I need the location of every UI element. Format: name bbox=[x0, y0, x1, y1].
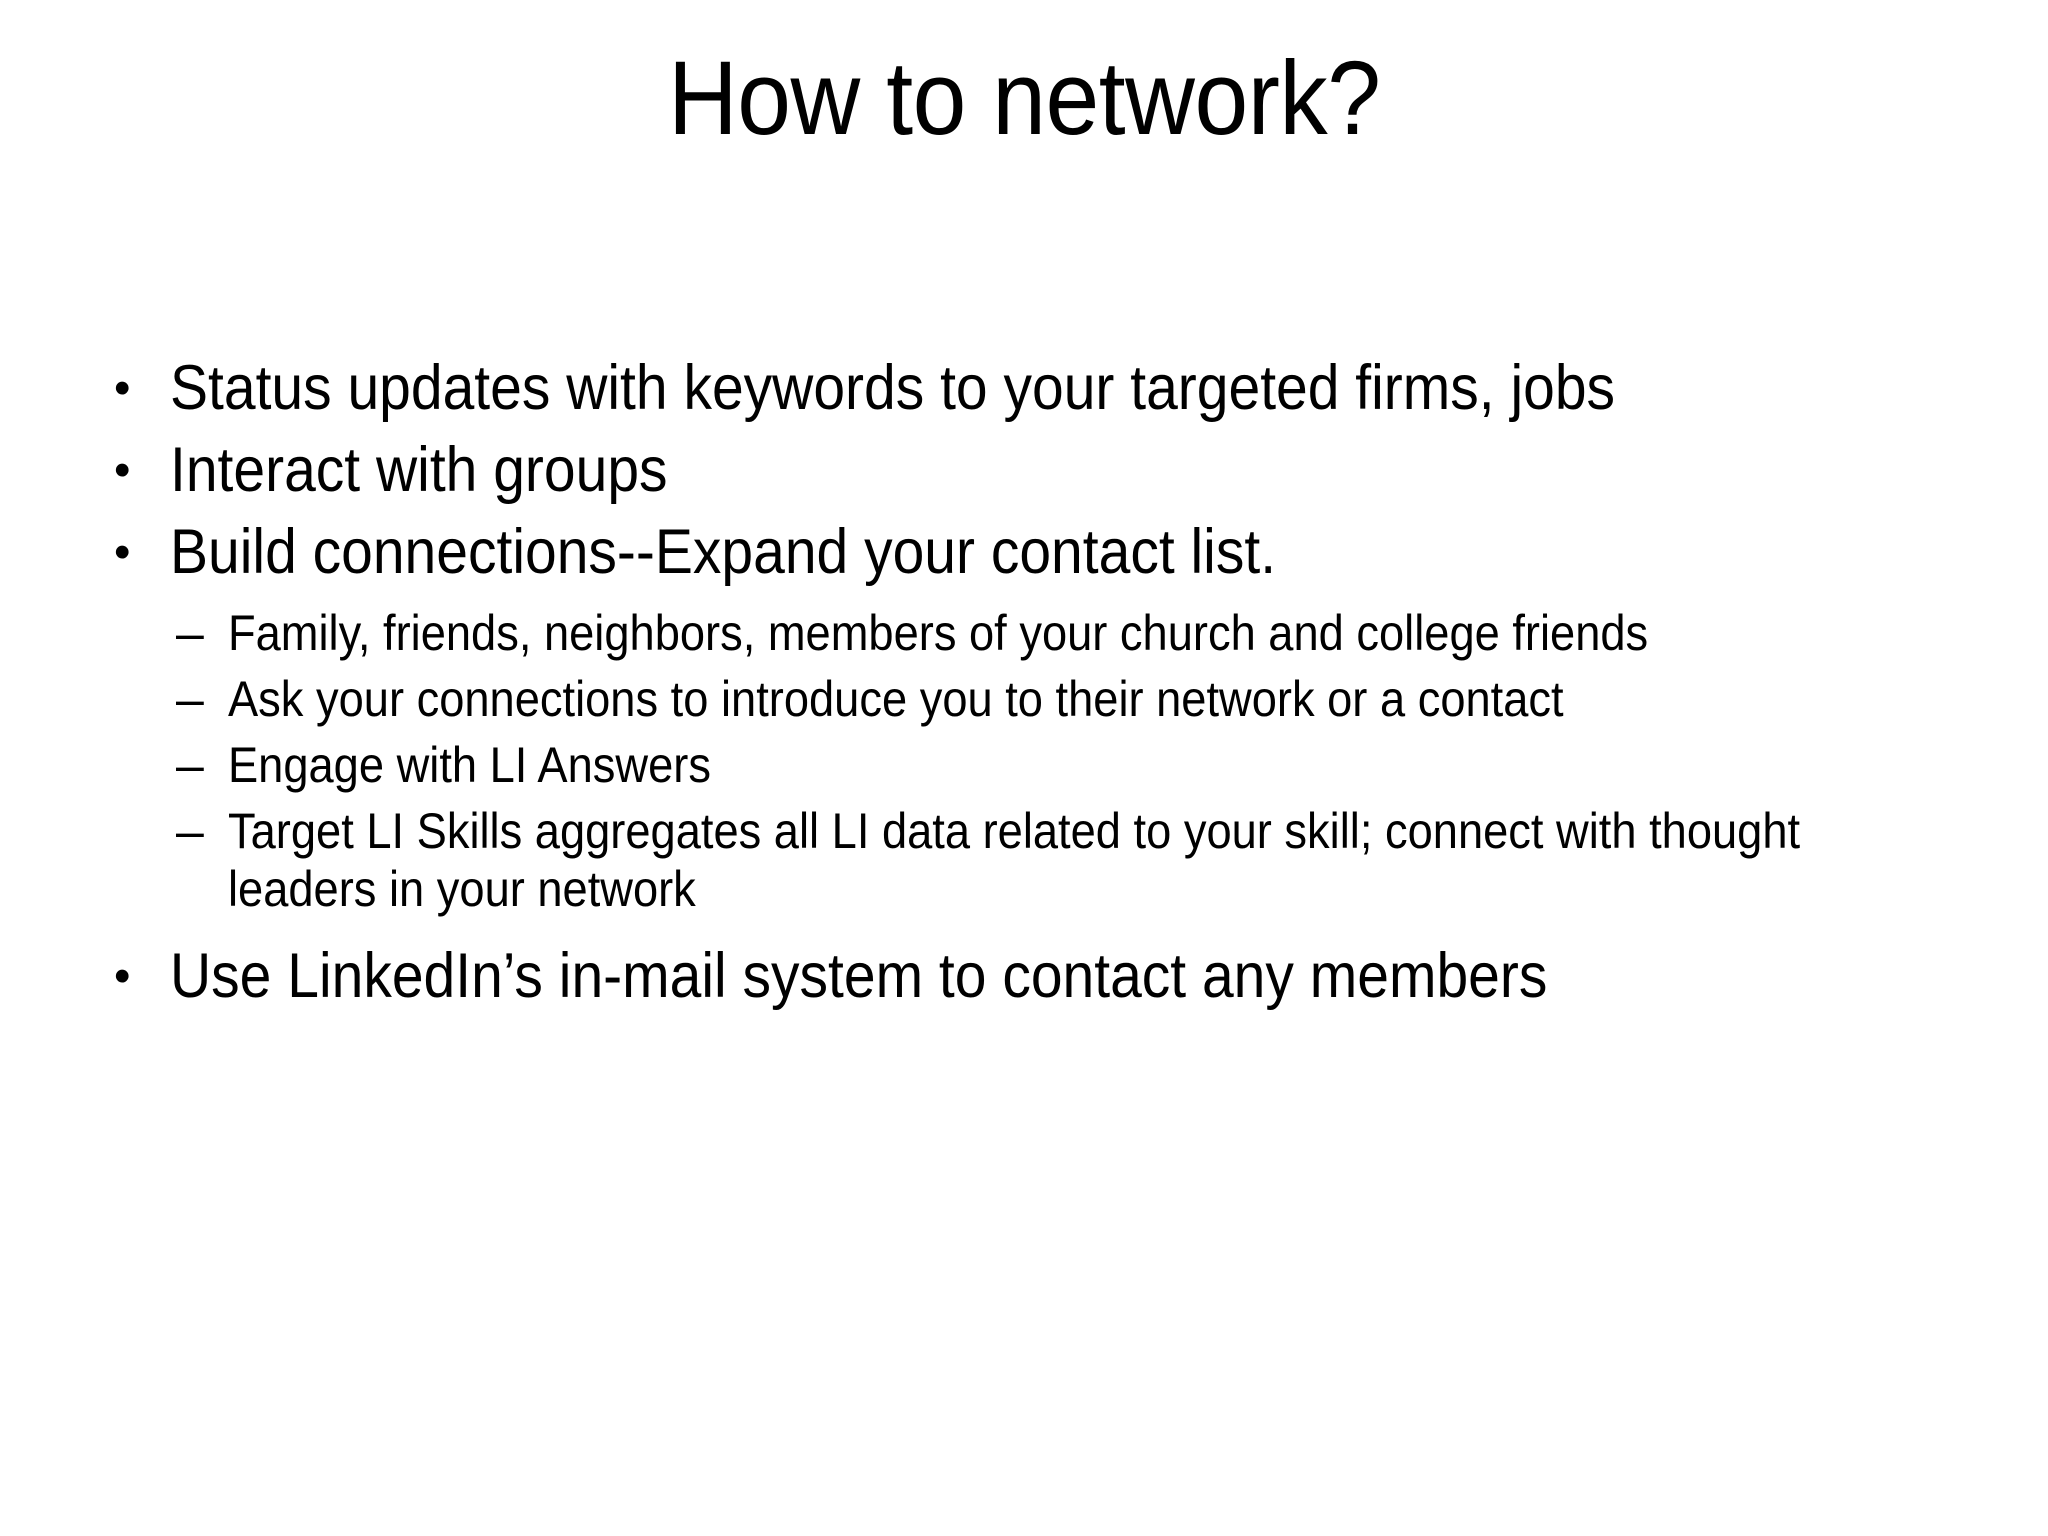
sub-bullet-item-ask-connections: – Ask your connections to introduce you … bbox=[108, 670, 2036, 728]
dash-marker-icon: – bbox=[176, 803, 204, 860]
sub-bullet-text: Family, friends, neighbors, members of y… bbox=[228, 604, 1958, 662]
sub-bullet-text: Target LI Skills aggregates all LI data … bbox=[228, 802, 1958, 918]
dash-marker-icon: – bbox=[176, 605, 204, 662]
slide-title-text: How to network? bbox=[667, 40, 1381, 157]
bullet-marker-icon: • bbox=[114, 525, 131, 579]
bullet-text-span: Interact with groups bbox=[170, 435, 668, 506]
sub-bullet-text-span: Ask your connections to introduce you to… bbox=[228, 671, 1564, 728]
dash-marker-icon: – bbox=[176, 737, 204, 794]
list-spacer bbox=[108, 926, 1968, 940]
bullet-text-span: Build connections--Expand your contact l… bbox=[170, 517, 1277, 588]
bullet-text: Build connections--Expand your contact l… bbox=[170, 516, 1912, 588]
bullet-item-interact-groups: • Interact with groups bbox=[108, 434, 1968, 506]
slide-title: How to network? bbox=[0, 40, 2048, 157]
sub-bullet-text: Ask your connections to introduce you to… bbox=[228, 670, 1958, 728]
bullet-item-build-connections: • Build connections--Expand your contact… bbox=[108, 516, 1968, 588]
sub-bullet-text-span: Target LI Skills aggregates all LI data … bbox=[228, 803, 1801, 918]
bullet-marker-icon: • bbox=[114, 949, 131, 1003]
sub-bullet-item-engage-li-answers: – Engage with LI Answers bbox=[108, 736, 2036, 794]
sub-bullet-text: Engage with LI Answers bbox=[228, 736, 1958, 794]
sub-bullet-item-target-li-skills: – Target LI Skills aggregates all LI dat… bbox=[108, 802, 2036, 918]
sub-bullet-text-span: Engage with LI Answers bbox=[228, 737, 711, 794]
sub-bullet-text-span: Family, friends, neighbors, members of y… bbox=[228, 605, 1649, 662]
bullet-marker-icon: • bbox=[114, 361, 131, 414]
bullet-text: Use LinkedIn’s in-mail system to contact… bbox=[170, 940, 1912, 1012]
slide-body-content: • Status updates with keywords to your t… bbox=[108, 352, 1968, 1023]
bullet-text: Status updates with keywords to your tar… bbox=[170, 352, 1912, 424]
bullet-item-use-linkedin-inmail: • Use LinkedIn’s in-mail system to conta… bbox=[108, 940, 1968, 1012]
bullet-item-status-updates: • Status updates with keywords to your t… bbox=[108, 352, 1968, 424]
sub-bullet-item-family-friends: – Family, friends, neighbors, members of… bbox=[108, 604, 2036, 662]
bullet-text-span: Use LinkedIn’s in-mail system to contact… bbox=[170, 941, 1548, 1012]
bullet-marker-icon: • bbox=[114, 443, 131, 497]
bullet-text: Interact with groups bbox=[170, 434, 1912, 506]
dash-marker-icon: – bbox=[176, 671, 204, 728]
bullet-text-span: Status updates with keywords to your tar… bbox=[170, 353, 1616, 423]
